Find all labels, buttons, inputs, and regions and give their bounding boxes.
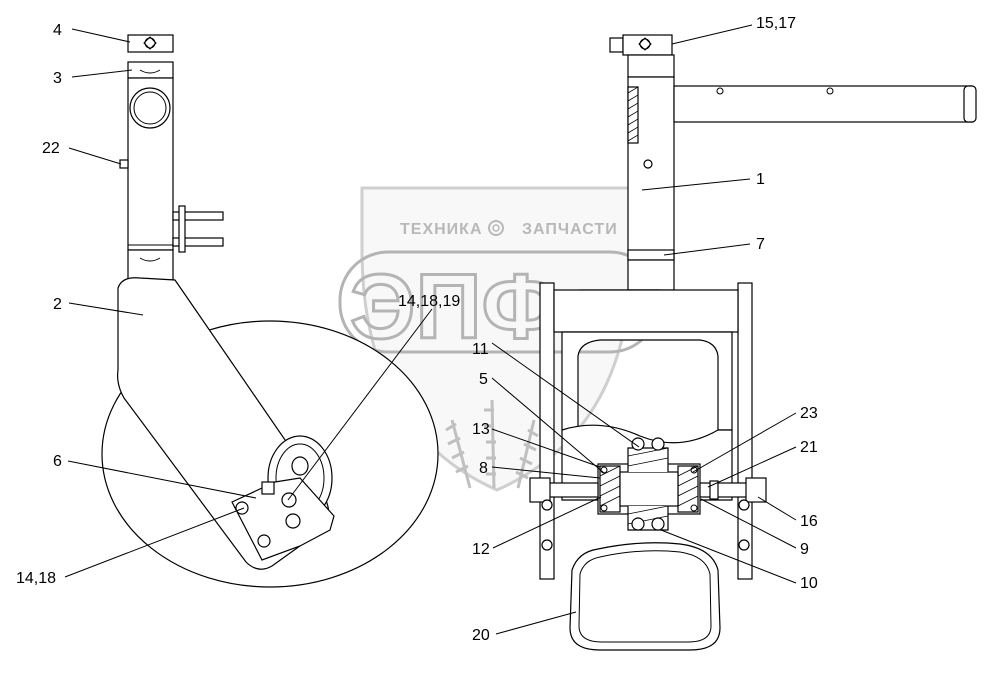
callout-7: 7 xyxy=(756,236,765,253)
right-view xyxy=(529,34,977,651)
leader-lines xyxy=(64,24,797,635)
watermark-logo: ЭПФ xyxy=(350,256,560,358)
frame-left-plate xyxy=(539,282,555,580)
callout-2: 2 xyxy=(53,296,62,313)
left-view xyxy=(101,34,439,588)
callout-4: 4 xyxy=(53,22,62,39)
plate xyxy=(231,477,335,561)
callout-16: 16 xyxy=(800,513,818,530)
clamp-top xyxy=(127,34,174,53)
callout-21: 21 xyxy=(800,439,818,456)
callout-5: 5 xyxy=(479,371,488,388)
callout-13: 13 xyxy=(472,421,490,438)
callout-14-18: 14,18 xyxy=(16,570,56,587)
frame-right-plate xyxy=(737,282,753,580)
callout-20: 20 xyxy=(472,627,490,644)
callout-23: 23 xyxy=(800,405,818,422)
callout-15-17: 15,17 xyxy=(756,15,796,32)
tire xyxy=(569,542,721,651)
callout-labels: 4 3 22 2 6 14,18 14,18,19 15,17 1 7 11 5… xyxy=(16,15,818,644)
watermark-word-left: ТЕХНИКА xyxy=(400,221,483,238)
callout-9: 9 xyxy=(800,541,809,558)
wheat-icon xyxy=(445,399,539,489)
gear-icon xyxy=(488,220,504,236)
callout-8: 8 xyxy=(479,460,488,477)
callout-1: 1 xyxy=(756,171,765,188)
watermark-word-right: ЗАПЧАСТИ xyxy=(522,221,618,238)
callout-6: 6 xyxy=(53,453,62,470)
callout-12: 12 xyxy=(472,541,490,558)
callout-22: 22 xyxy=(42,140,60,157)
callout-10: 10 xyxy=(800,575,818,592)
callout-3: 3 xyxy=(53,70,62,87)
callout-14-18-19: 14,18,19 xyxy=(398,293,460,310)
horizontal-tube xyxy=(673,85,973,123)
callout-11: 11 xyxy=(472,341,489,358)
